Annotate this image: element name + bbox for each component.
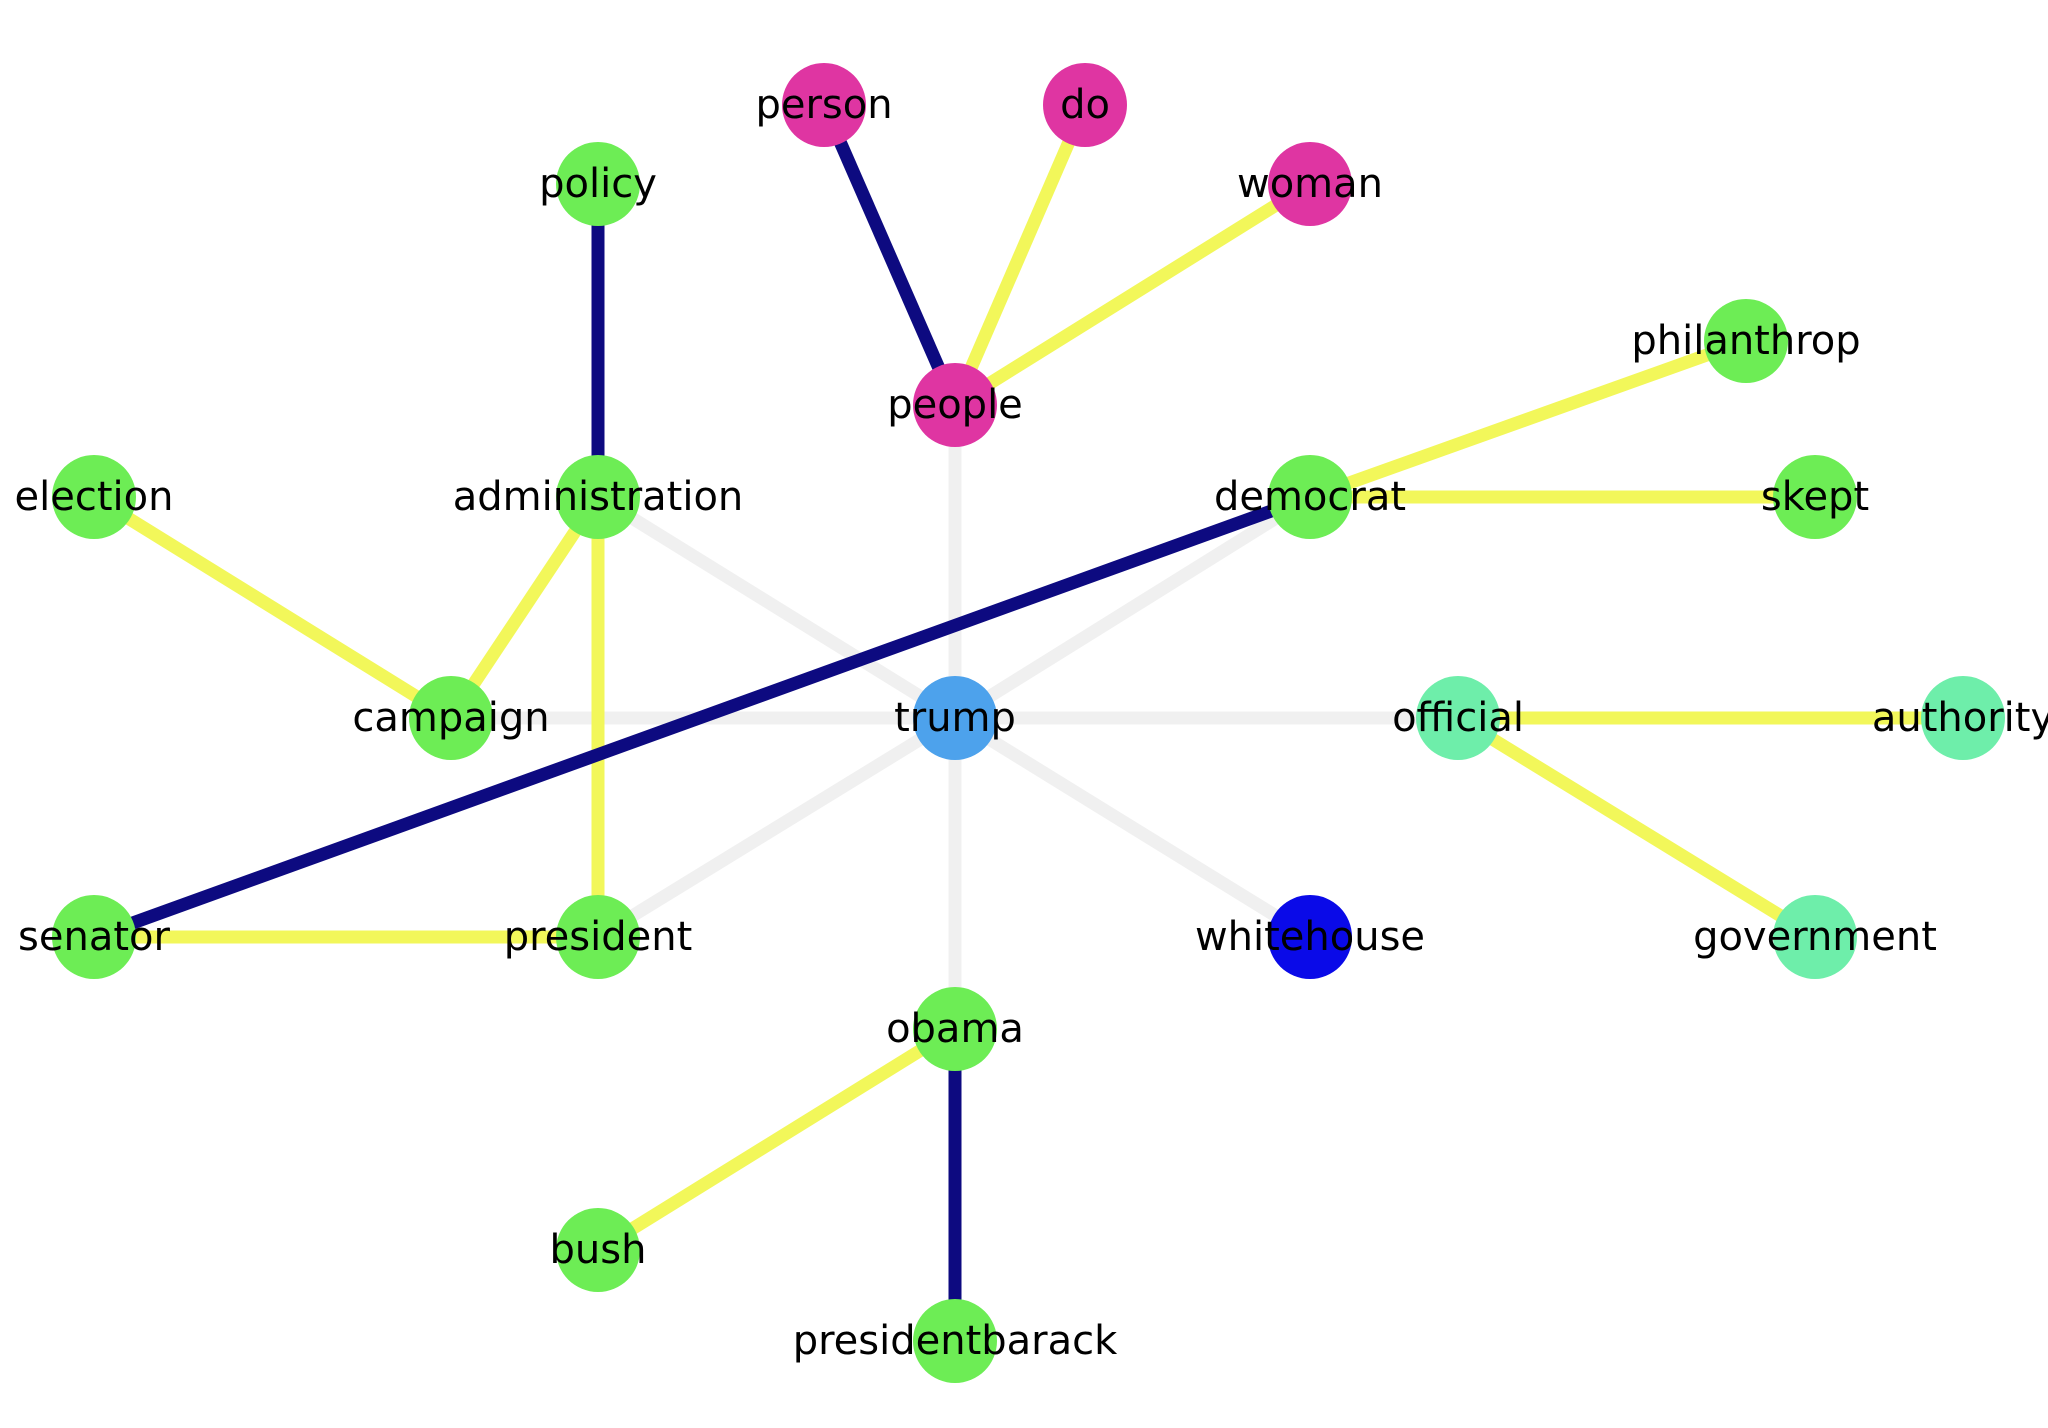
- node-authority: [1921, 676, 2005, 760]
- node-administration: [556, 455, 640, 539]
- node-campaign: [409, 676, 493, 760]
- node-bush: [556, 1208, 640, 1292]
- edge-person-people: [818, 102, 961, 408]
- node-obama: [913, 987, 997, 1071]
- node-people: [913, 363, 997, 447]
- node-label-bush: bush: [550, 1227, 647, 1273]
- node-label-democrat: democrat: [1214, 474, 1406, 520]
- node-trump: [913, 676, 997, 760]
- edge-layer: [90, 102, 1963, 1341]
- node-label-presidentbarack: presidentbarack: [793, 1318, 1118, 1364]
- node-skept: [1773, 455, 1857, 539]
- node-label-obama: obama: [886, 1006, 1024, 1052]
- node-person: [782, 63, 866, 147]
- edge-obama-bush: [594, 1023, 959, 1256]
- node-label-trump: trump: [894, 695, 1016, 741]
- node-policy: [556, 142, 640, 226]
- node-label-woman: woman: [1237, 161, 1383, 207]
- edge-election-campaign: [90, 491, 455, 724]
- edge-trump-president: [594, 712, 959, 943]
- node-label-president: president: [504, 914, 693, 960]
- edge-administration-campaign: [445, 493, 604, 722]
- node-label-whitehouse: whitehouse: [1195, 914, 1425, 960]
- edge-trump-administration: [594, 491, 959, 724]
- node-label-policy: policy: [539, 161, 657, 207]
- node-philanthrop: [1704, 299, 1788, 383]
- edge-official-government: [1454, 712, 1819, 943]
- node-label-skept: skept: [1761, 474, 1869, 520]
- node-label-government: government: [1693, 914, 1937, 960]
- node-label-philanthrop: philanthrop: [1631, 318, 1860, 364]
- edge-trump-whitehouse: [951, 712, 1314, 943]
- edge-democrat-philanthrop: [1307, 334, 1749, 504]
- node-label-authority: authority: [1872, 695, 2048, 741]
- node-label-election: election: [15, 474, 174, 520]
- node-official: [1416, 676, 1500, 760]
- node-label-administration: administration: [453, 474, 744, 520]
- edge-democrat-senator: [91, 490, 1313, 944]
- node-label-person: person: [755, 82, 892, 128]
- node-do: [1043, 63, 1127, 147]
- node-senator: [52, 895, 136, 979]
- node-president: [556, 895, 640, 979]
- node-democrat: [1268, 455, 1352, 539]
- node-layer: [52, 63, 2005, 1383]
- node-election: [52, 455, 136, 539]
- edge-trump-democrat: [951, 491, 1314, 724]
- node-whitehouse: [1268, 895, 1352, 979]
- label-layer: trump person do woman people policy administra…: [15, 82, 2048, 1364]
- node-presidentbarack: [913, 1299, 997, 1383]
- edge-do-people: [949, 102, 1091, 408]
- node-label-people: people: [887, 382, 1023, 428]
- node-woman: [1268, 142, 1352, 226]
- node-label-campaign: campaign: [352, 695, 549, 741]
- node-government: [1773, 895, 1857, 979]
- node-label-senator: senator: [18, 914, 170, 960]
- edge-woman-people: [951, 178, 1314, 411]
- node-label-official: official: [1392, 695, 1524, 741]
- node-label-do: do: [1060, 82, 1110, 128]
